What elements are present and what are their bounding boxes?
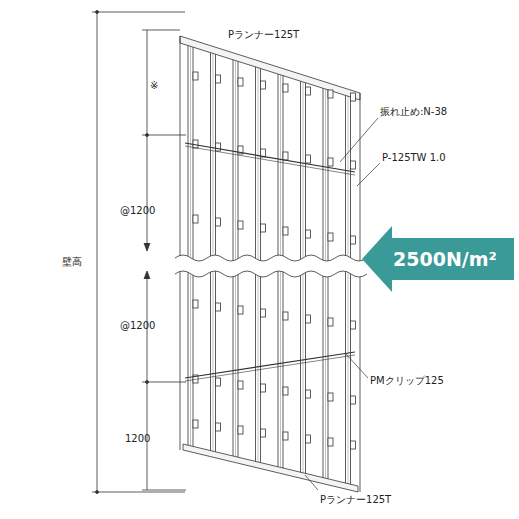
clip-mark xyxy=(193,72,198,80)
clip-mark xyxy=(283,387,288,395)
clip-mark xyxy=(306,390,311,398)
clip-mark xyxy=(216,303,221,311)
stud-stroke xyxy=(185,352,355,378)
stud-stroke xyxy=(213,53,214,451)
stud-stroke xyxy=(185,146,355,175)
clip-mark xyxy=(306,315,311,323)
clip-mark xyxy=(328,90,333,98)
stud-stroke xyxy=(210,53,211,451)
clip-mark xyxy=(283,312,288,320)
clip-mark xyxy=(306,155,311,163)
callout-label: Pランナー125T xyxy=(228,29,299,40)
stud-stroke xyxy=(233,60,234,456)
clip-mark xyxy=(193,215,198,223)
clip-mark xyxy=(328,393,333,401)
stud-stroke xyxy=(300,81,301,472)
clip-mark xyxy=(261,81,266,89)
break-line xyxy=(175,255,367,277)
stud-stroke xyxy=(305,83,306,474)
callout-label: ※ xyxy=(150,80,158,91)
clip-mark xyxy=(238,221,243,229)
clip-mark xyxy=(351,93,356,101)
stud-stroke xyxy=(193,47,194,446)
clip-mark xyxy=(261,384,266,392)
stud-stroke xyxy=(328,90,329,479)
clip-mark xyxy=(238,426,243,434)
clip-mark xyxy=(193,300,198,308)
callout-label: 振れ止め:N-38 xyxy=(380,106,447,117)
stud-stroke xyxy=(215,54,216,452)
clip-mark xyxy=(283,84,288,92)
stud-stroke xyxy=(180,36,181,450)
load-value: 2500N/m² xyxy=(393,250,497,269)
clip-mark xyxy=(261,429,266,437)
clip-mark xyxy=(328,438,333,446)
clip-mark xyxy=(261,309,266,317)
clip-mark xyxy=(193,420,198,428)
callout-label: PMクリップ125 xyxy=(370,375,444,386)
clip-mark xyxy=(216,378,221,386)
stud-stroke xyxy=(350,97,351,484)
clip-mark xyxy=(351,396,356,404)
callout-label: 1200 xyxy=(125,433,150,444)
clip-mark xyxy=(216,218,221,226)
stud-stroke xyxy=(303,82,304,473)
callout-label: P-125TW 1.0 xyxy=(382,152,446,163)
clip-mark xyxy=(238,78,243,86)
clip-mark xyxy=(216,143,221,151)
clip-mark xyxy=(306,435,311,443)
stud-stroke xyxy=(185,143,355,172)
stud-stroke xyxy=(188,46,189,446)
clip-mark xyxy=(216,75,221,83)
clip-mark xyxy=(351,321,356,329)
callout-label: @1200 xyxy=(120,320,155,331)
stud-stroke xyxy=(190,46,191,445)
clip-mark xyxy=(328,233,333,241)
stud-stroke xyxy=(325,89,326,478)
clip-mark xyxy=(328,318,333,326)
clip-mark xyxy=(238,306,243,314)
clip-mark xyxy=(351,236,356,244)
clip-mark xyxy=(283,227,288,235)
clip-mark xyxy=(283,152,288,160)
clip-mark xyxy=(351,441,356,449)
clip-mark xyxy=(216,423,221,431)
load-arrow: 2500N/m² xyxy=(362,226,514,292)
stud-stroke xyxy=(235,61,236,457)
clip-mark xyxy=(283,432,288,440)
stud-stroke xyxy=(185,355,355,381)
stud-stroke xyxy=(360,93,361,492)
clip-mark xyxy=(351,161,356,169)
clip-mark xyxy=(328,158,333,166)
callout-label: Pランナー125T xyxy=(320,494,391,505)
callout-label: @1200 xyxy=(120,205,155,216)
clip-mark xyxy=(306,230,311,238)
callout-label: 壁高 xyxy=(62,256,82,267)
clip-mark xyxy=(261,224,266,232)
clip-mark xyxy=(238,381,243,389)
stud-stroke xyxy=(345,95,346,483)
stud-stroke xyxy=(323,88,324,477)
stud-stroke xyxy=(348,96,349,483)
clip-mark xyxy=(306,87,311,95)
